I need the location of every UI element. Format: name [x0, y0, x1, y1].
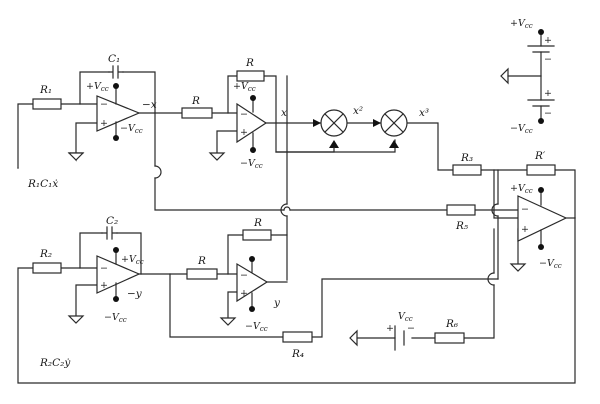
label-minus: −	[407, 323, 415, 334]
label-minus: −	[521, 204, 529, 215]
opamp-inverter2	[236, 262, 269, 303]
label-vcc-neg: −Vcc	[245, 321, 268, 333]
opamp-inverter1	[236, 102, 268, 144]
opamp-summer	[517, 195, 568, 242]
crossing-hop	[280, 203, 288, 217]
label-vcc-pos: +Vcc	[510, 18, 533, 30]
wires	[17, 71, 576, 384]
resistor-r-feedback1	[236, 70, 265, 82]
label-minus: −	[544, 108, 552, 119]
label-plus: +	[240, 127, 248, 138]
label-r: R	[245, 57, 254, 69]
resistors	[32, 70, 556, 344]
resistor-r5	[446, 204, 476, 216]
crossing-hop	[283, 206, 291, 211]
resistor-r1	[32, 98, 62, 110]
label-plus: +	[544, 88, 552, 99]
supply-pins	[113, 83, 544, 312]
label-minus: −	[100, 263, 108, 274]
arrow-up-icon	[329, 140, 339, 148]
resistor-r-inverter1	[181, 107, 213, 119]
label-plus: +	[386, 323, 394, 334]
label-minus: −	[240, 270, 248, 281]
label-minus: −	[544, 54, 552, 65]
label-vcc-pos: +Vcc	[86, 81, 109, 93]
label-output-x: x	[281, 107, 287, 119]
arrow-right-icon	[313, 119, 321, 127]
label-vcc-pos: +Vcc	[233, 81, 256, 93]
label-vcc-neg: −Vcc	[539, 258, 562, 270]
label-r6: R₆	[445, 318, 459, 330]
ground-icon	[509, 263, 527, 272]
label-plus: +	[100, 280, 108, 291]
opamp-integrator2	[96, 255, 141, 294]
label-vcc-neg: −Vcc	[104, 312, 127, 324]
label-feedback-y: R₂C₂ẏ	[39, 357, 71, 369]
arrow-up-icon	[389, 140, 399, 148]
resistor-r2	[32, 262, 62, 274]
label-r-prime: R′	[534, 150, 546, 162]
battery-vcc	[394, 325, 405, 351]
wire-crossings	[154, 165, 499, 286]
ground-icon	[208, 152, 226, 161]
label-x-cubed: x³	[419, 107, 429, 119]
crossing-hop	[487, 272, 495, 286]
power-supply	[507, 29, 555, 124]
crossing-hop	[154, 165, 162, 179]
label-vcc-pos: +Vcc	[510, 183, 533, 195]
label-c2: C₂	[106, 215, 118, 227]
label-r: R	[253, 217, 262, 229]
label-r5: R₅	[455, 220, 469, 232]
multiply-icon	[324, 113, 344, 133]
opamp-integrator1	[96, 95, 141, 132]
arrow-right-icon	[373, 119, 381, 127]
label-plus: +	[544, 35, 552, 46]
op-amps	[96, 95, 568, 303]
label-minus: −	[100, 99, 108, 110]
resistor-r-inverter2	[186, 268, 218, 280]
resistor-r4	[282, 331, 313, 343]
label-r1: R₁	[39, 84, 52, 96]
label-output-y: y	[273, 297, 281, 309]
label-r2: R₂	[39, 248, 52, 260]
resistor-r6	[434, 332, 465, 344]
grounds	[67, 67, 527, 347]
label-x-squared: x²	[353, 105, 363, 117]
capacitor-c2	[101, 226, 118, 240]
label-vcc-neg: −Vcc	[240, 158, 263, 170]
label-r4: R₄	[291, 348, 304, 360]
label-r: R	[191, 95, 200, 107]
ground-icon	[67, 315, 85, 324]
capacitors	[101, 65, 124, 240]
resistor-r-prime	[526, 164, 556, 176]
multipliers	[275, 109, 408, 153]
label-vcc-neg: −Vcc	[510, 123, 533, 135]
label-r: R	[197, 255, 206, 267]
label-plus: +	[100, 118, 108, 129]
capacitor-c1	[108, 65, 124, 79]
ground-icon	[219, 317, 237, 326]
label-c1: C₁	[108, 53, 120, 65]
label-vcc-pos: +Vcc	[121, 254, 144, 266]
ground-icon	[67, 152, 85, 161]
resistor-r3	[452, 164, 482, 176]
label-plus: +	[521, 224, 529, 235]
labels: C₁ R₁ R R R₃ R′ R₅ C₂ R₂ R R R₄ R₆ −x x …	[27, 18, 562, 369]
label-minus: −	[240, 109, 248, 120]
label-r3: R₃	[460, 152, 473, 164]
resistor-r-feedback2	[242, 229, 272, 241]
ground-icon	[349, 329, 358, 347]
ground-icon	[500, 67, 509, 85]
label-vcc-neg: −Vcc	[120, 123, 143, 135]
label-feedback-x: R₁C₁ẋ	[27, 178, 58, 190]
crossing-hop	[491, 203, 499, 217]
label-vcc: Vcc	[398, 311, 413, 323]
multiply-icon	[384, 113, 404, 133]
label-plus: +	[240, 288, 248, 299]
label-output-neg-y: −y	[127, 288, 143, 300]
label-output-neg-x: −x	[142, 99, 157, 111]
